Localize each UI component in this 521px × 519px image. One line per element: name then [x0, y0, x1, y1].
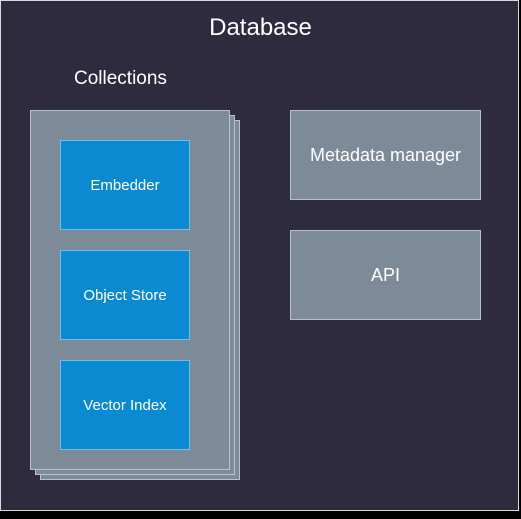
- database-title: Database: [209, 14, 312, 41]
- metadata-manager-box: Metadata manager: [290, 110, 481, 200]
- object-store-box: Object Store: [60, 250, 190, 340]
- vector-index-box: Vector Index: [60, 360, 190, 450]
- embedder-box: Embedder: [60, 140, 190, 230]
- collections-label: Collections: [74, 68, 167, 89]
- api-box: API: [290, 230, 481, 320]
